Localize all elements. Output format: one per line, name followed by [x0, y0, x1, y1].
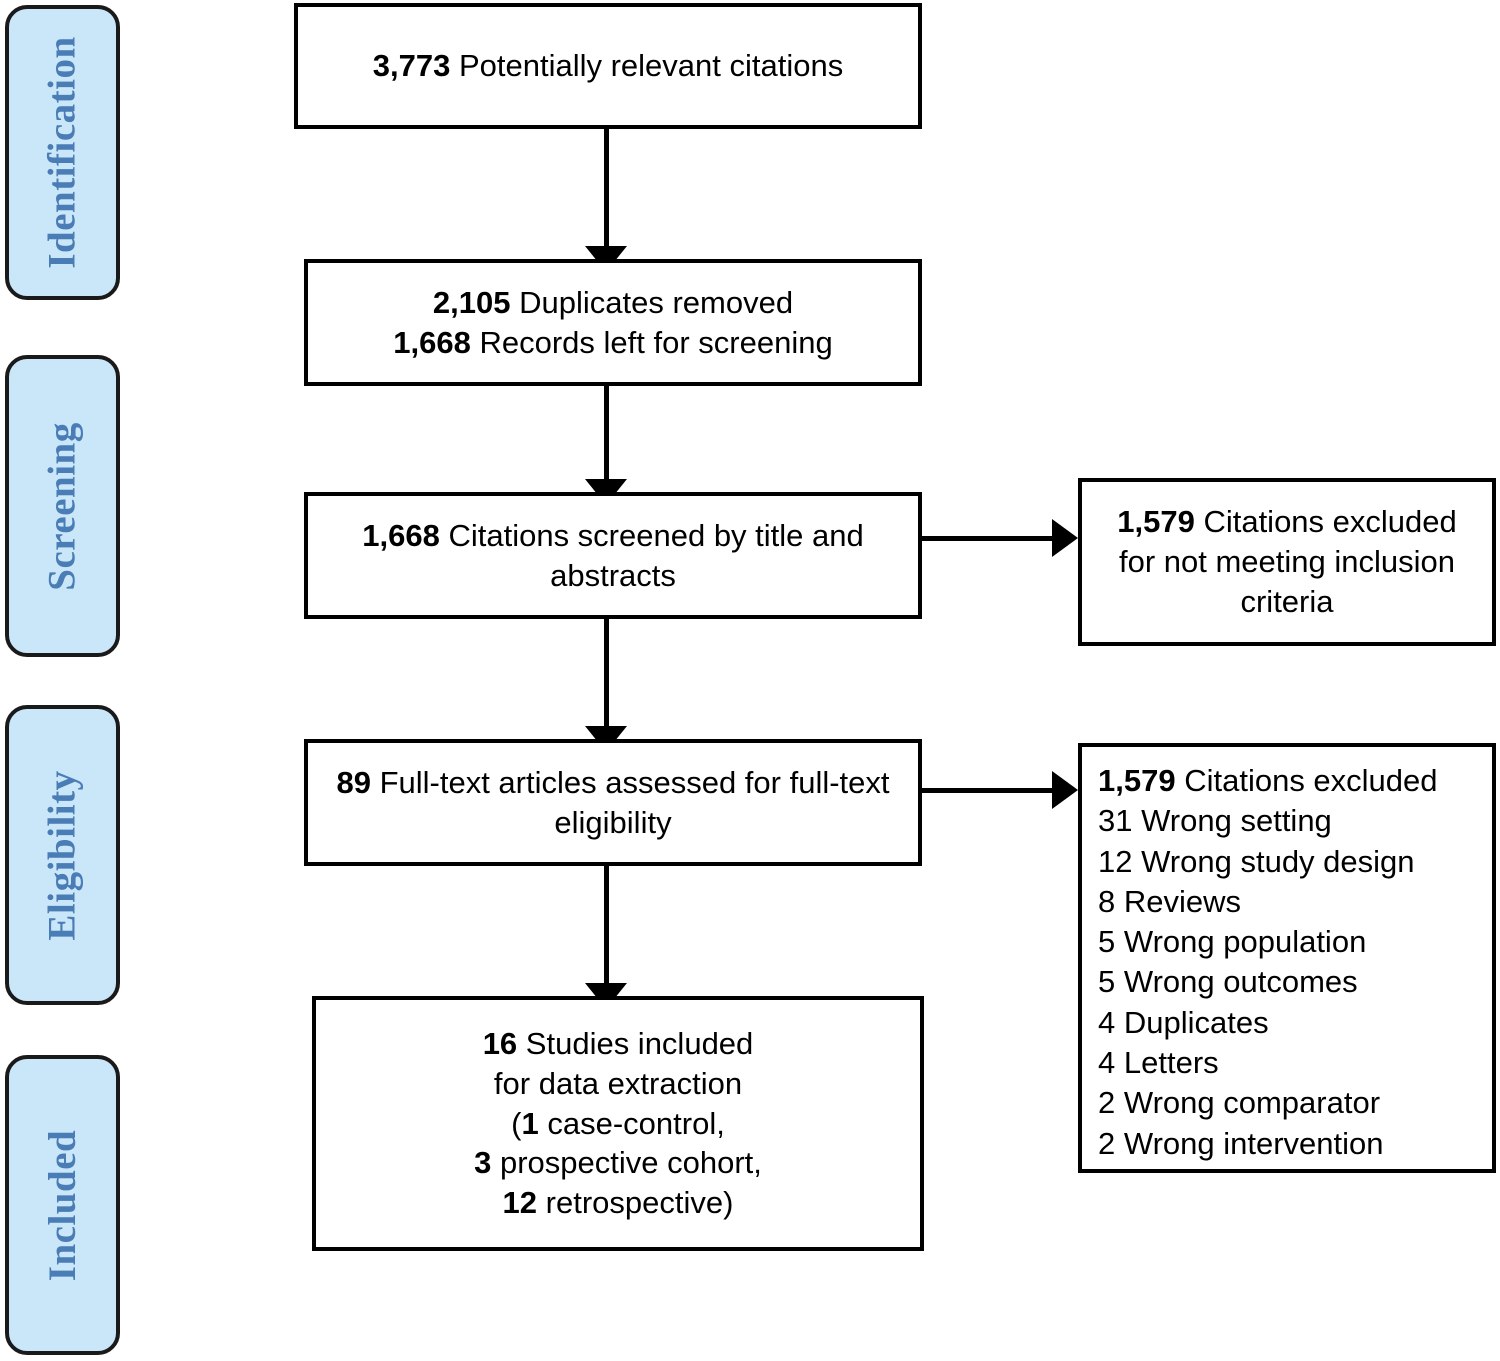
box-fulltext-articles-assessed: 89 Full-text articles assessed for full-… [304, 739, 922, 866]
connector-screened-to-fulltext [604, 618, 609, 739]
citations-count: 3,773 [372, 48, 451, 84]
included-line-1: 16 Studies included [330, 1024, 906, 1064]
exclusion-reason-label: Letters [1123, 1045, 1219, 1081]
fulltext-count: 89 [336, 764, 371, 800]
connector-screened-to-excluded [920, 536, 1054, 541]
breakdown-count: 12 [502, 1185, 538, 1220]
exclusion-reason-item: 5 Wrong outcomes [1098, 962, 1476, 1002]
duplicates-removed-count: 2,105 [432, 284, 511, 320]
exclusion-reason-count: 5 [1098, 924, 1116, 960]
exclusion-reason-item: 12 Wrong study design [1098, 842, 1476, 882]
duplicates-removed-text: Duplicates removed [519, 284, 794, 320]
records-left-text: Records left for screening [479, 324, 833, 360]
exclusion-reason-label: Wrong setting [1141, 803, 1332, 839]
stage-label-eligibility: Eligibility [41, 769, 85, 941]
exclusion-reason-label: Wrong intervention [1123, 1125, 1384, 1161]
included-breakdown-item: 12 retrospective) [330, 1183, 906, 1223]
exclusion-reason-count: 2 [1098, 1125, 1116, 1161]
exclusion-reason-count: 8 [1098, 883, 1116, 919]
arrowhead-screened-to-excluded [1052, 519, 1078, 557]
stage-label-identification: Identification [41, 36, 84, 269]
breakdown-label: prospective cohort, [491, 1145, 762, 1181]
exclusion-reason-label: Wrong comparator [1123, 1085, 1381, 1121]
stage-tab-eligibility: Eligibility [5, 705, 120, 1005]
stage-tab-screening: Screening [5, 355, 120, 657]
included-line-2: for data extraction [493, 1065, 743, 1101]
citations-text: Potentially relevant citations [458, 48, 844, 84]
box-duplicates-removed: 2,105 Duplicates removed 1,668 Records l… [304, 259, 922, 386]
exclusion-reason-item: 31 Wrong setting [1098, 801, 1476, 841]
exclusion-reason-label: Duplicates [1123, 1004, 1269, 1040]
exclusion-reason-count: 4 [1098, 1004, 1116, 1040]
connector-fulltext-to-included [604, 865, 609, 996]
connector-fulltext-to-excluded [920, 788, 1054, 793]
breakdown-count: 3 [474, 1145, 492, 1181]
connector-duplicates-to-screened [604, 385, 609, 492]
excluded-eligibility-count: 1,579 [1098, 763, 1176, 798]
box-citations-excluded-eligibility: 1,579 Citations excluded 31 Wrong settin… [1078, 743, 1496, 1173]
fulltext-text: Full-text articles assessed for full-tex… [379, 764, 890, 840]
exclusion-reason-count: 2 [1098, 1085, 1116, 1121]
excluded-screening-text: Citations excluded for not meeting inclu… [1118, 504, 1457, 619]
box-citations-excluded-screening: 1,579 Citations excluded for not meeting… [1078, 478, 1496, 646]
exclusion-reason-item: 5 Wrong population [1098, 922, 1476, 962]
exclusion-reason-count: 5 [1098, 964, 1116, 1000]
included-text: Studies included [525, 1026, 754, 1062]
exclusion-reason-label: Wrong study design [1141, 843, 1415, 879]
breakdown-prefix: ( [511, 1105, 522, 1141]
exclusion-reason-count: 4 [1098, 1045, 1116, 1081]
exclusion-reason-item: 2 Wrong comparator [1098, 1083, 1476, 1123]
exclusion-reason-item: 4 Letters [1098, 1043, 1476, 1083]
exclusion-reason-label: Wrong population [1123, 924, 1367, 960]
stage-label-included: Included [41, 1129, 84, 1281]
stage-label-screening: Screening [41, 421, 85, 591]
exclusion-reason-count: 31 [1098, 803, 1133, 839]
breakdown-label: case-control, [538, 1105, 725, 1141]
excluded-eligibility-header: 1,579 Citations excluded [1098, 761, 1476, 801]
stage-tab-included: Included [5, 1055, 120, 1355]
stage-tab-identification: Identification [5, 5, 120, 300]
exclusion-reason-item: 4 Duplicates [1098, 1003, 1476, 1043]
exclusion-reason-label: Reviews [1123, 883, 1242, 919]
included-breakdown-item: 3 prospective cohort, [330, 1143, 906, 1183]
exclusion-reason-count: 12 [1098, 843, 1133, 879]
breakdown-count: 1 [521, 1105, 539, 1141]
screened-text: Citations screened by title and abstract… [448, 517, 864, 593]
box-potentially-relevant-citations: 3,773 Potentially relevant citations [294, 3, 922, 129]
box-studies-included: 16 Studies included for data extraction … [312, 996, 924, 1251]
exclusion-reason-item: 8 Reviews [1098, 882, 1476, 922]
breakdown-label: retrospective) [537, 1185, 734, 1220]
box-citations-screened: 1,668 Citations screened by title and ab… [304, 492, 922, 619]
excluded-screening-count: 1,579 [1117, 504, 1195, 540]
included-count: 16 [482, 1026, 518, 1062]
connector-citations-to-duplicates [604, 128, 609, 259]
included-breakdown-item: (1 case-control, [330, 1104, 906, 1144]
arrowhead-fulltext-to-excluded [1052, 771, 1078, 809]
records-left-count: 1,668 [393, 324, 471, 360]
exclusion-reason-item: 2 Wrong intervention [1098, 1124, 1476, 1164]
screened-count: 1,668 [362, 517, 440, 553]
exclusion-reason-label: Wrong outcomes [1123, 964, 1358, 1000]
excluded-eligibility-text: Citations excluded [1184, 763, 1438, 798]
